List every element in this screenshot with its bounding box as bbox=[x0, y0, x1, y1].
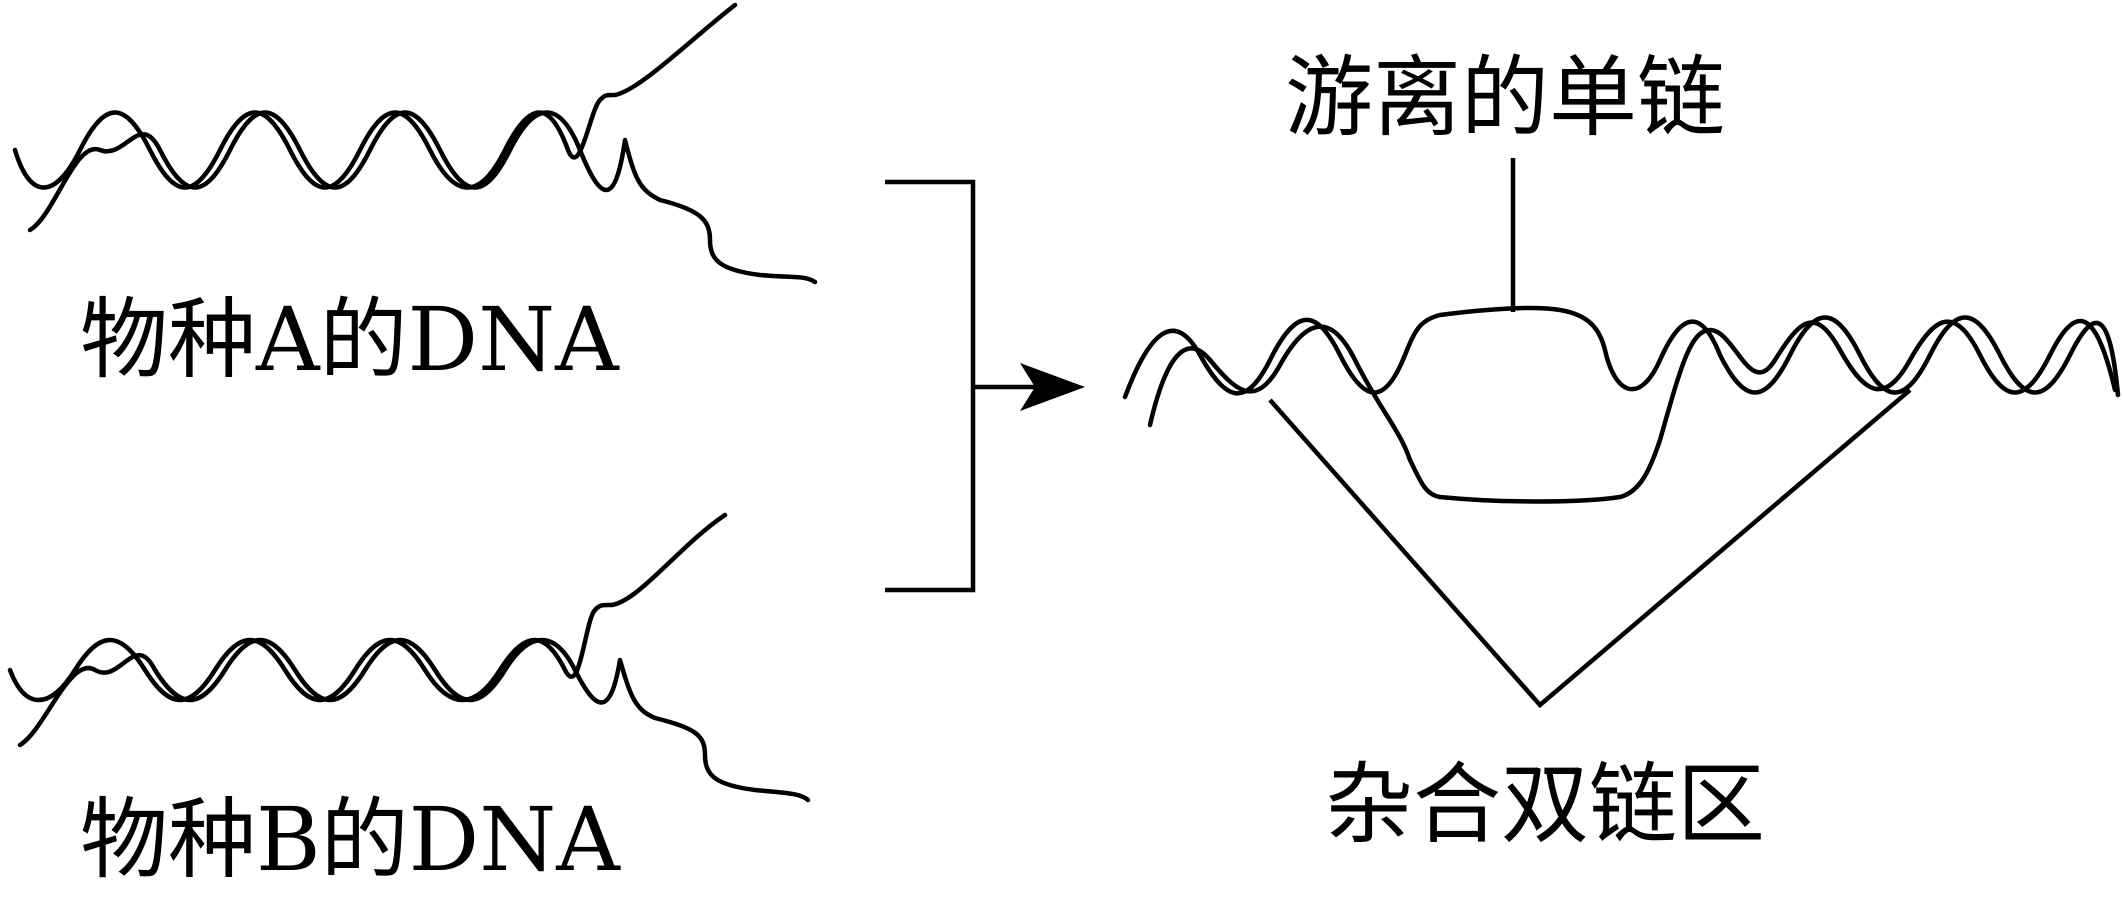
species-a-strand-2 bbox=[27, 110, 818, 285]
arrow-head-icon bbox=[1020, 363, 1085, 411]
species-a-label: 物种A的DNA bbox=[80, 288, 620, 391]
bracket-line bbox=[885, 179, 976, 593]
free-strand-label: 游离的单链 bbox=[1285, 46, 1725, 149]
species-a-dna-molecule bbox=[12, 2, 818, 285]
hybrid-strand-lower bbox=[1147, 318, 2118, 504]
hybrid-dna-molecule bbox=[1122, 305, 2121, 504]
combine-bracket bbox=[885, 179, 1085, 593]
species-a-strand-1 bbox=[12, 2, 738, 190]
hybrid-strand-upper bbox=[1122, 305, 2121, 400]
species-b-strand-2 bbox=[17, 637, 811, 803]
hybrid-region-pointer bbox=[1268, 388, 1912, 709]
species-b-label: 物种B的DNA bbox=[80, 788, 621, 891]
species-b-dna-molecule bbox=[7, 512, 811, 803]
hybrid-region-label: 杂合双链区 bbox=[1325, 753, 1765, 856]
